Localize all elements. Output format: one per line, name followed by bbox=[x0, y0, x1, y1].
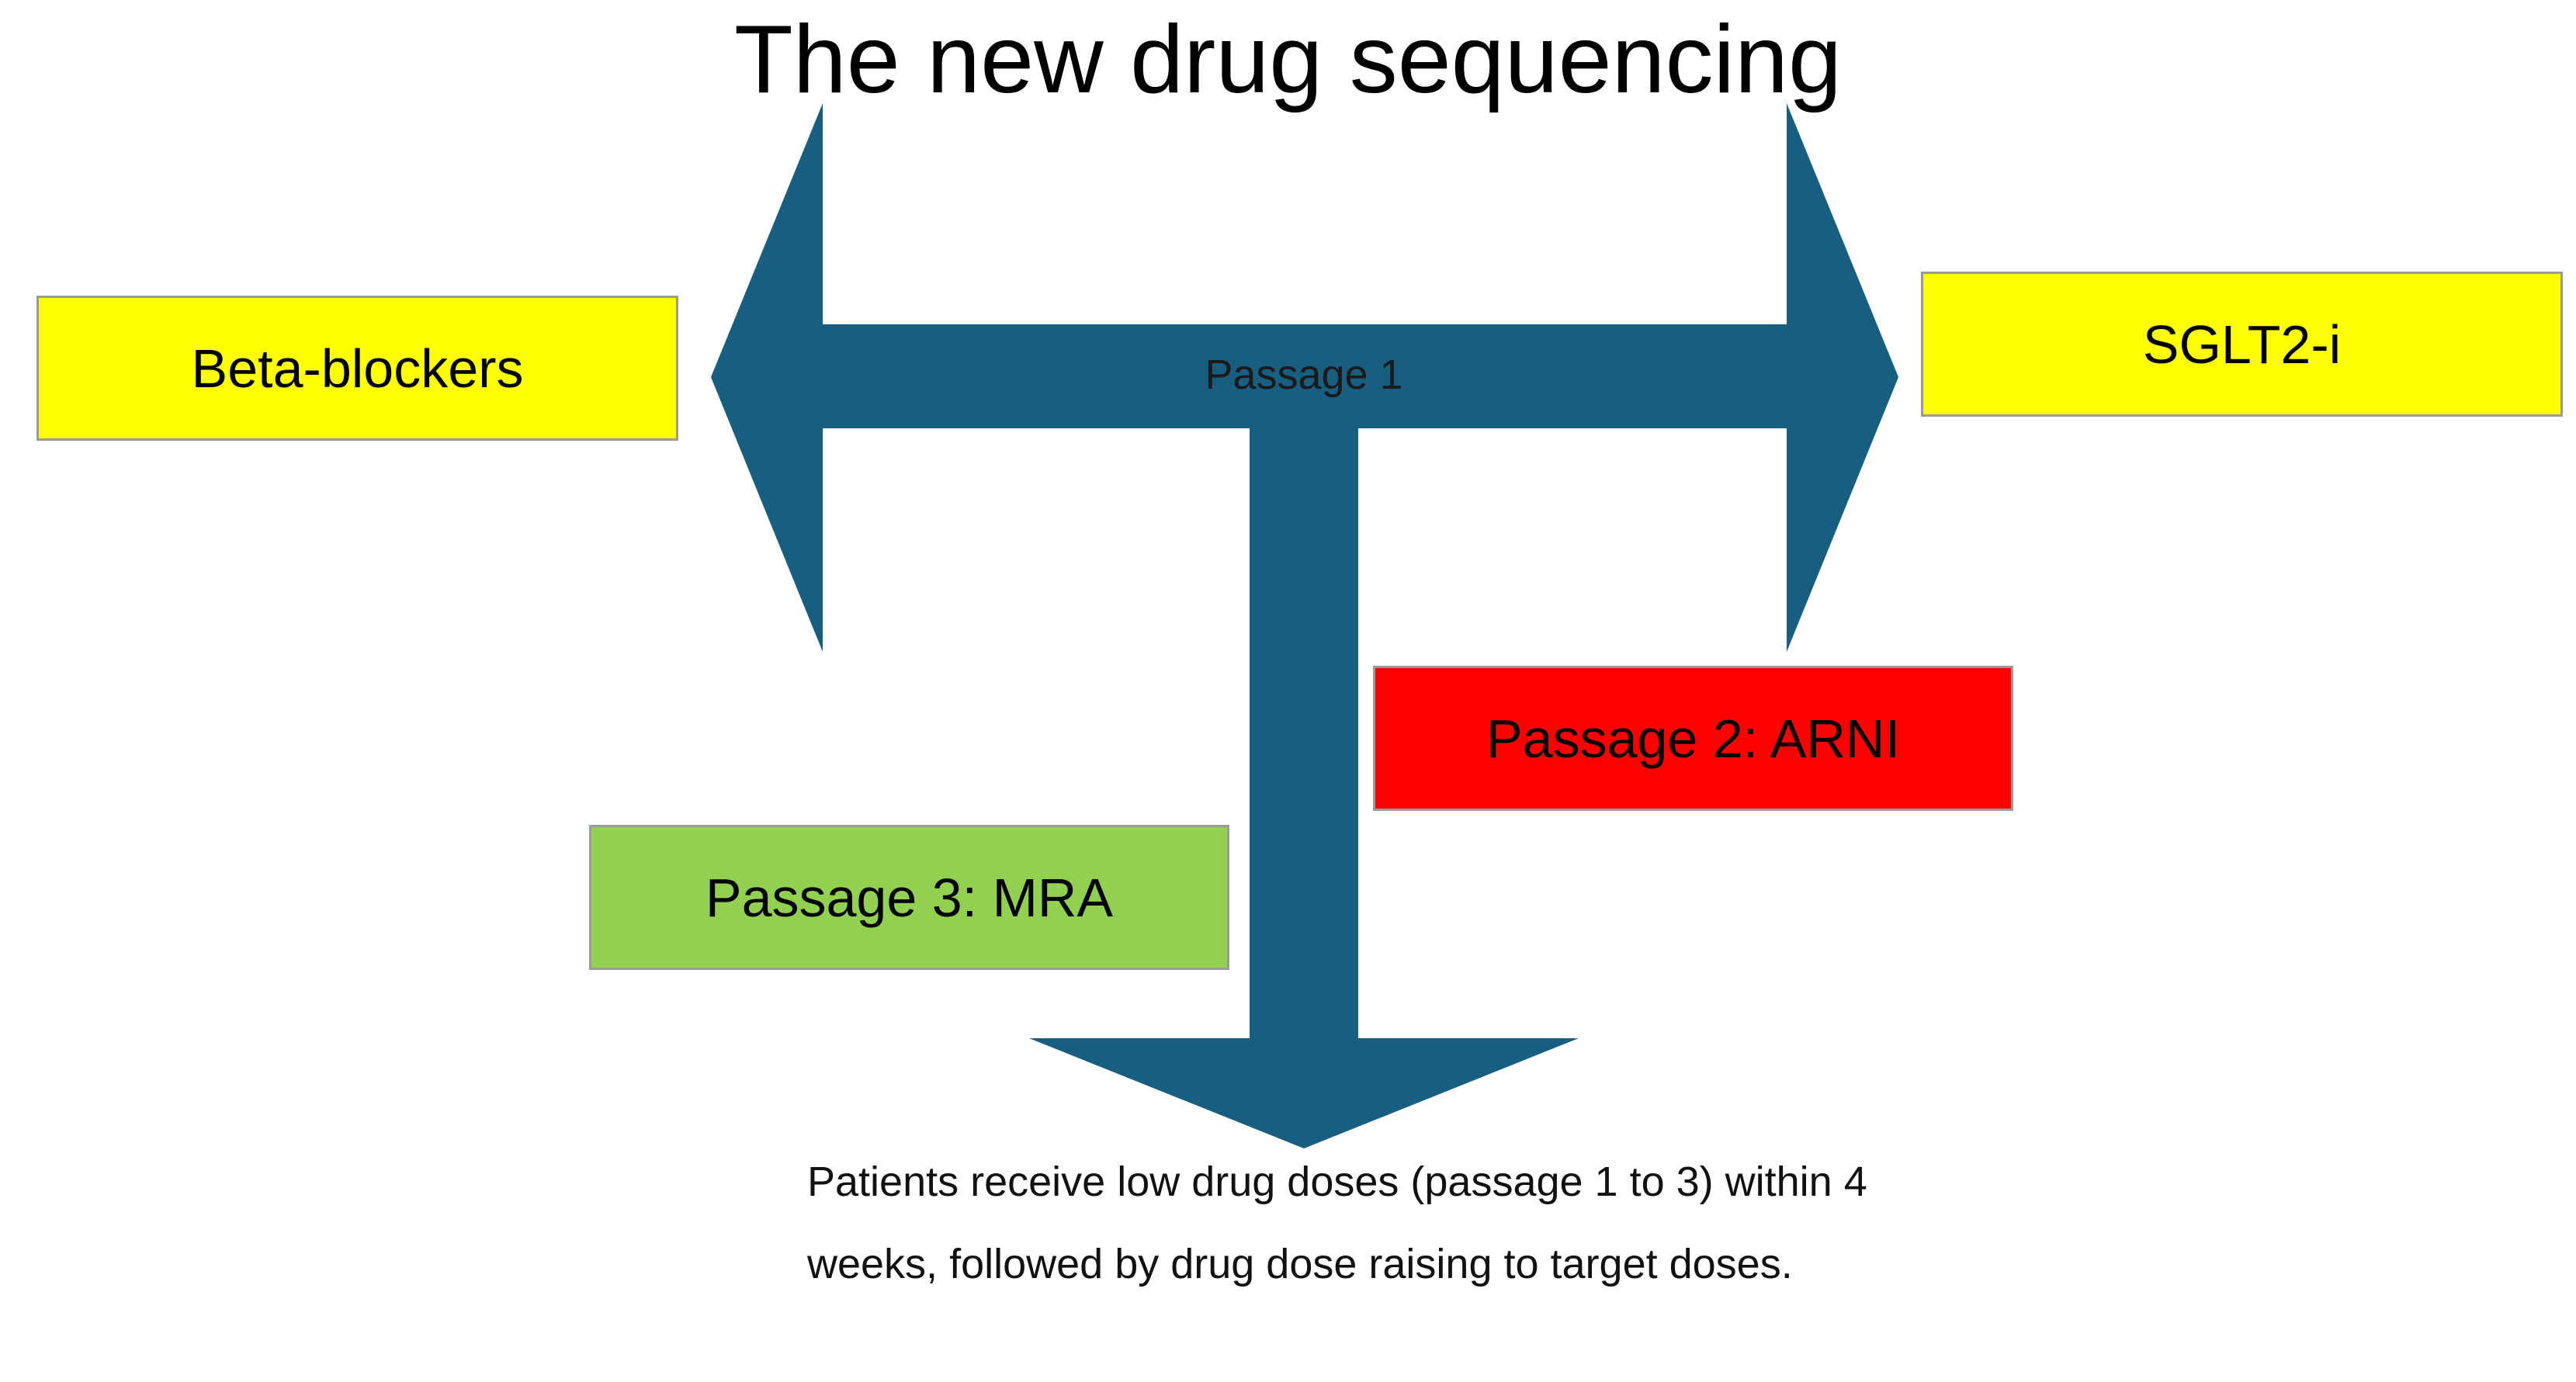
beta-blockers-box: Beta-blockers bbox=[36, 296, 678, 441]
three-way-arrow-shape bbox=[711, 103, 1898, 1148]
passage-1-label: Passage 1 bbox=[1205, 352, 1403, 398]
mra-box: Passage 3: MRA bbox=[589, 825, 1229, 970]
page-title: The new drug sequencing bbox=[734, 6, 1842, 113]
sglt2-box: SGLT2-i bbox=[1921, 272, 2563, 417]
dosing-note: Patients receive low drug doses (passage… bbox=[807, 1159, 1867, 1287]
arni-box: Passage 2: ARNI bbox=[1373, 666, 2013, 811]
